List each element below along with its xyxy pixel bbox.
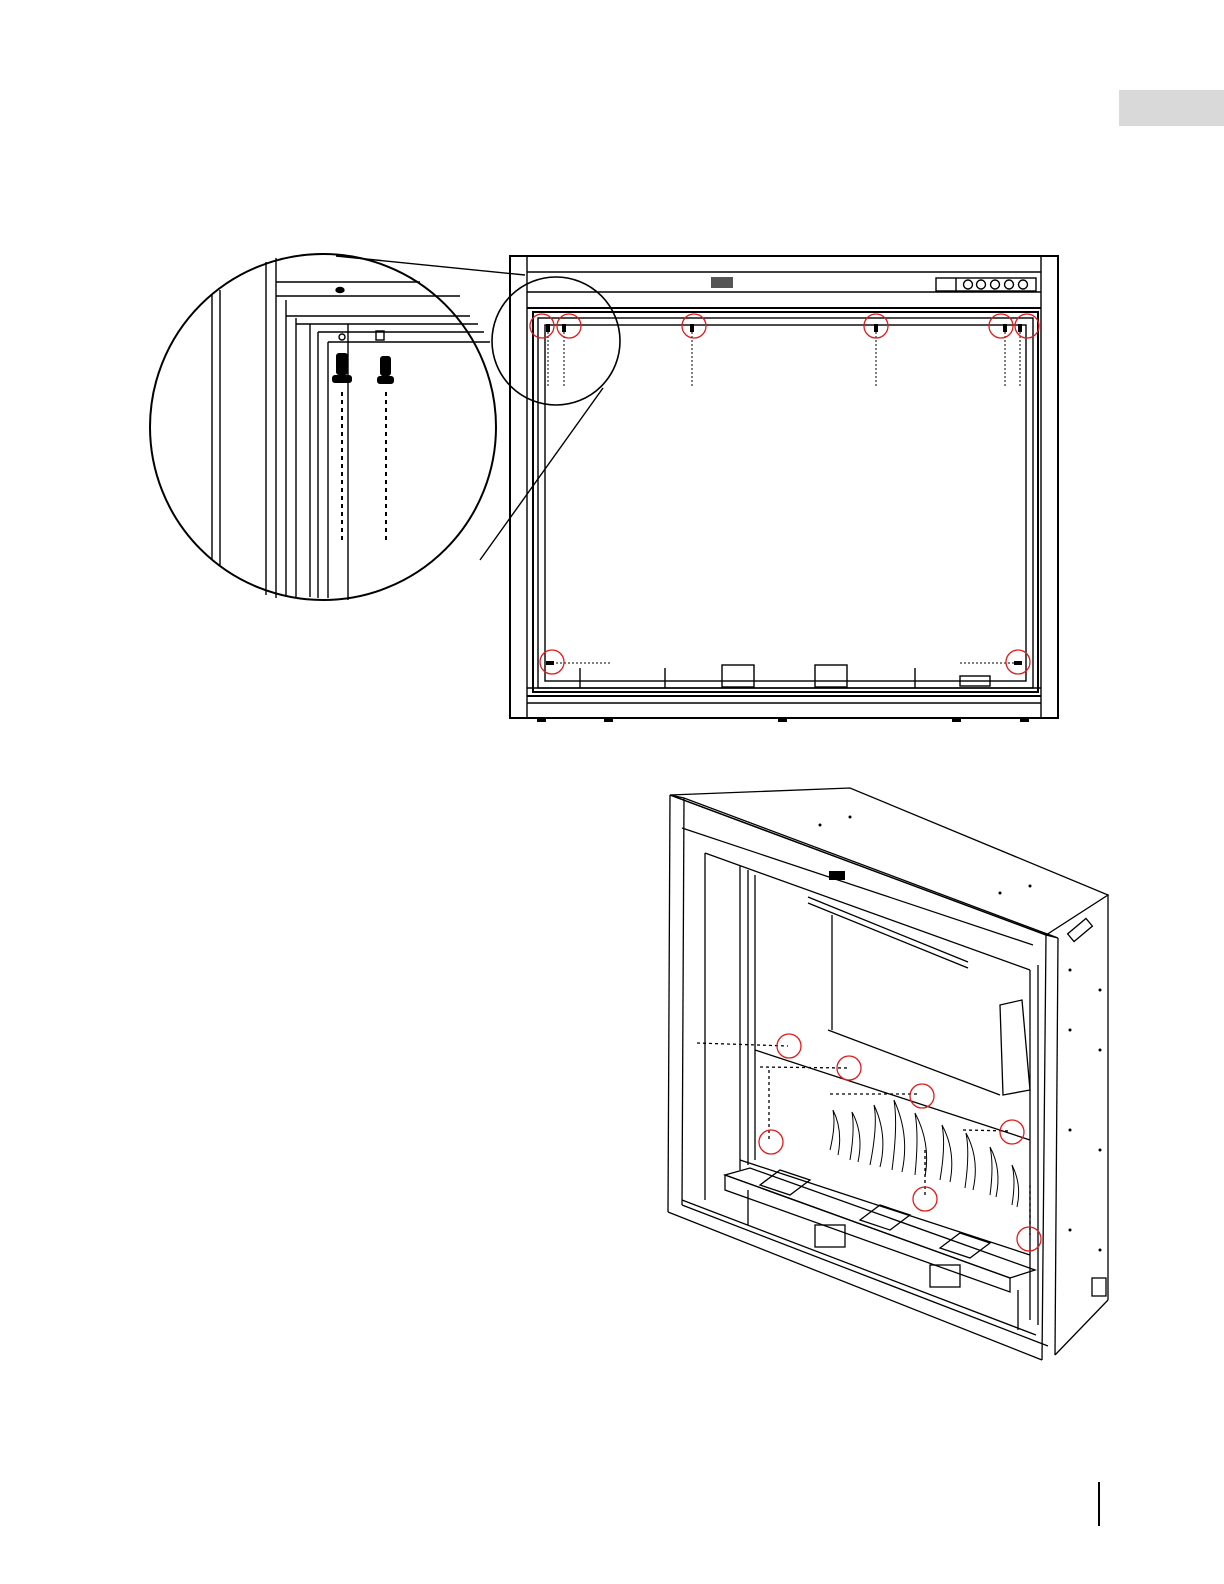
power-cord-port-icon [1092, 1278, 1106, 1296]
log-grate [725, 1168, 1035, 1330]
timer-button-icon [977, 280, 986, 289]
speaker-grille-icon [711, 277, 733, 288]
flame-button-icon [964, 280, 973, 289]
front-view-figure [140, 240, 1080, 730]
screw-callouts-isometric [759, 1034, 1041, 1251]
screw-detail-icon [332, 353, 394, 540]
power-button-icon [1019, 280, 1028, 289]
language-tab [1119, 90, 1224, 126]
light-button-icon [1005, 280, 1014, 289]
speaker-grille-icon [829, 871, 845, 880]
magnified-corner-detail [150, 254, 620, 600]
fireplace-isometric-view [668, 788, 1108, 1360]
fireplace-front-view [510, 256, 1058, 722]
heat-button-icon [991, 280, 1000, 289]
page-number-rule [1098, 1482, 1100, 1526]
screw-callouts-front [530, 314, 1039, 674]
flame-icon [830, 1100, 1019, 1207]
isometric-view-figure [660, 780, 1120, 1380]
